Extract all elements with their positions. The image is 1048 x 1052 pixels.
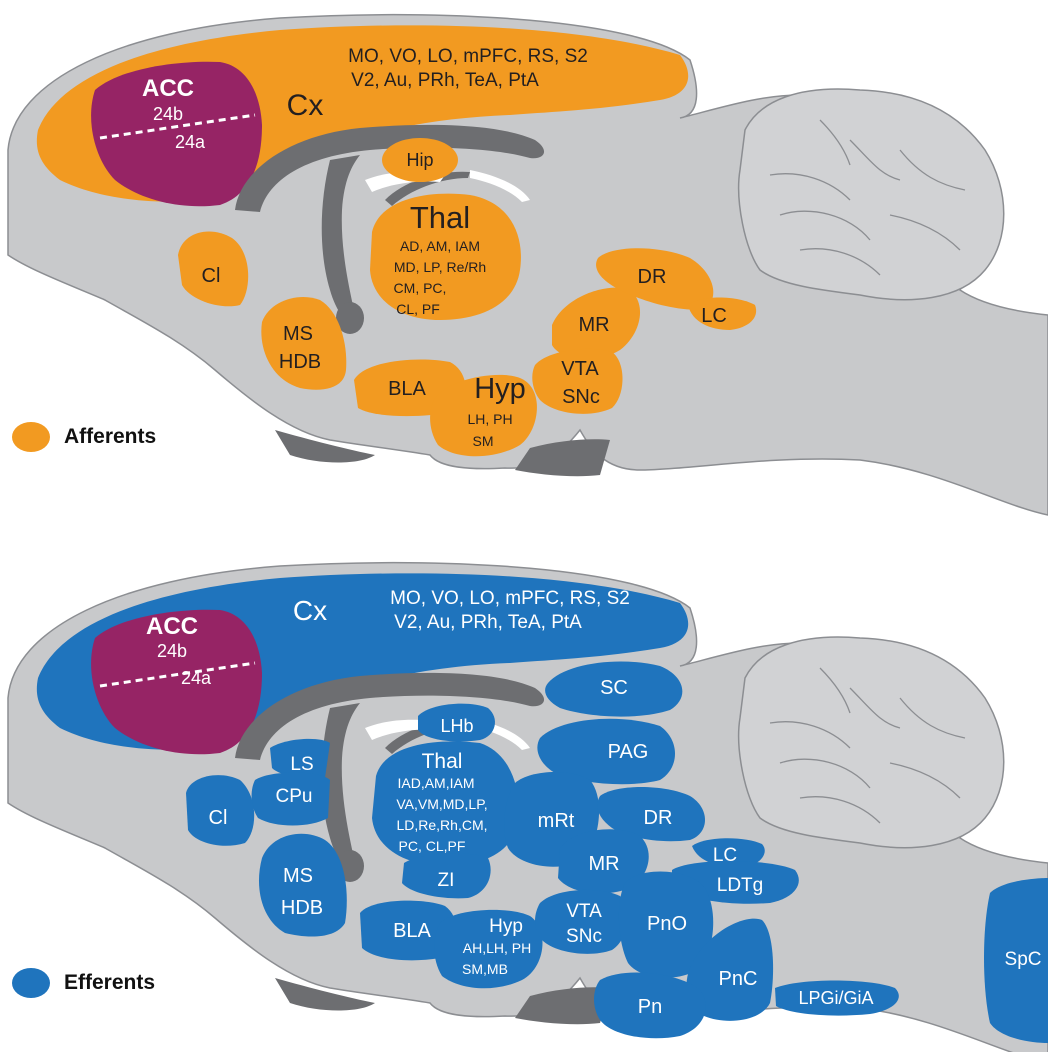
hyp-list-line2: SM,MB bbox=[462, 961, 508, 977]
hyp-list-line2: SM bbox=[473, 433, 494, 449]
mrt-label: mRt bbox=[538, 810, 575, 832]
acc-label: ACC bbox=[146, 613, 198, 640]
thal-list-line2: VA,VM,MD,LP, bbox=[396, 796, 487, 812]
mr-label: MR bbox=[578, 314, 609, 336]
hyp-list-line1: AH,LH, PH bbox=[463, 940, 531, 956]
cpu-label: CPu bbox=[276, 786, 313, 807]
thal-list-line1: IAD,AM,IAM bbox=[397, 775, 474, 791]
cx-list-line1: MO, VO, LO, mPFC, RS, S2 bbox=[390, 588, 630, 609]
hdb-label: HDB bbox=[279, 351, 321, 373]
hyp-list-line1: LH, PH bbox=[467, 411, 512, 427]
cl-label: Cl bbox=[209, 807, 228, 829]
thal-list-line2: MD, LP, Re/Rh bbox=[394, 259, 486, 275]
ms-label: MS bbox=[283, 865, 313, 887]
efferents-legend-swatch bbox=[12, 968, 50, 998]
thal-list-line4: CL, PF bbox=[396, 301, 440, 317]
cx-list-line2: V2, Au, PRh, TeA, PtA bbox=[394, 612, 582, 633]
afferents-legend-swatch bbox=[12, 422, 50, 452]
pn-label: Pn bbox=[638, 996, 662, 1018]
efferents-legend-label: Efferents bbox=[64, 971, 155, 995]
dr-label: DR bbox=[638, 266, 667, 288]
acc-24a-label: 24a bbox=[181, 668, 212, 688]
thal-label: Thal bbox=[422, 750, 463, 773]
thal-list-line1: AD, AM, IAM bbox=[400, 238, 480, 254]
snc-label: SNc bbox=[562, 386, 600, 408]
mr-label: MR bbox=[588, 853, 619, 875]
thal-list-line4: PC, CL,PF bbox=[399, 838, 466, 854]
cx-list-line1: MO, VO, LO, mPFC, RS, S2 bbox=[348, 46, 588, 67]
thal-label: Thal bbox=[410, 200, 470, 235]
efferents-legend: Efferents bbox=[12, 968, 155, 998]
thal-list-line3: LD,Re,Rh,CM, bbox=[396, 817, 487, 833]
acc-24b-label: 24b bbox=[153, 104, 183, 124]
cl-label: Cl bbox=[202, 265, 221, 287]
afferents-legend: Afferents bbox=[12, 422, 156, 452]
pag-label: PAG bbox=[608, 741, 649, 763]
hyp-label: Hyp bbox=[474, 373, 526, 405]
thal-list-line3: CM, PC, bbox=[394, 280, 447, 296]
ldtg-label: LDTg bbox=[717, 875, 763, 896]
lhb-label: LHb bbox=[440, 716, 473, 736]
pno-label: PnO bbox=[647, 913, 687, 935]
acc-24b-label: 24b bbox=[157, 641, 187, 661]
pnc-label: PnC bbox=[719, 968, 758, 990]
bla-label: BLA bbox=[388, 378, 426, 400]
cx-list-line2: V2, Au, PRh, TeA, PtA bbox=[351, 70, 539, 91]
vta-label: VTA bbox=[566, 901, 602, 922]
ls-label: LS bbox=[290, 754, 313, 775]
efferents-panel: ACC 24b 24a Cx MO, VO, LO, mPFC, RS, S2 … bbox=[8, 563, 1048, 1052]
hyp-label: Hyp bbox=[489, 916, 523, 937]
hdb-label: HDB bbox=[281, 897, 323, 919]
sc-label: SC bbox=[600, 677, 628, 699]
lc-label: LC bbox=[713, 845, 737, 866]
acc-label: ACC bbox=[142, 75, 194, 102]
afferents-legend-label: Afferents bbox=[64, 425, 156, 449]
lpgi-label: LPGi/GiA bbox=[798, 988, 873, 1008]
lc-label: LC bbox=[701, 305, 727, 327]
snc-label: SNc bbox=[566, 926, 602, 947]
cx-label: Cx bbox=[293, 595, 327, 626]
vta-label: VTA bbox=[561, 358, 599, 380]
hip-label: Hip bbox=[406, 150, 433, 170]
cx-label: Cx bbox=[287, 89, 324, 122]
dr-label: DR bbox=[644, 807, 673, 829]
spc-label: SpC bbox=[1005, 949, 1042, 970]
acc-24a-label: 24a bbox=[175, 132, 206, 152]
afferents-panel: ACC 24b 24a Cx MO, VO, LO, mPFC, RS, S2 … bbox=[8, 15, 1048, 515]
bla-label: BLA bbox=[393, 920, 431, 942]
ms-label: MS bbox=[283, 323, 313, 345]
zi-label: ZI bbox=[438, 870, 455, 891]
